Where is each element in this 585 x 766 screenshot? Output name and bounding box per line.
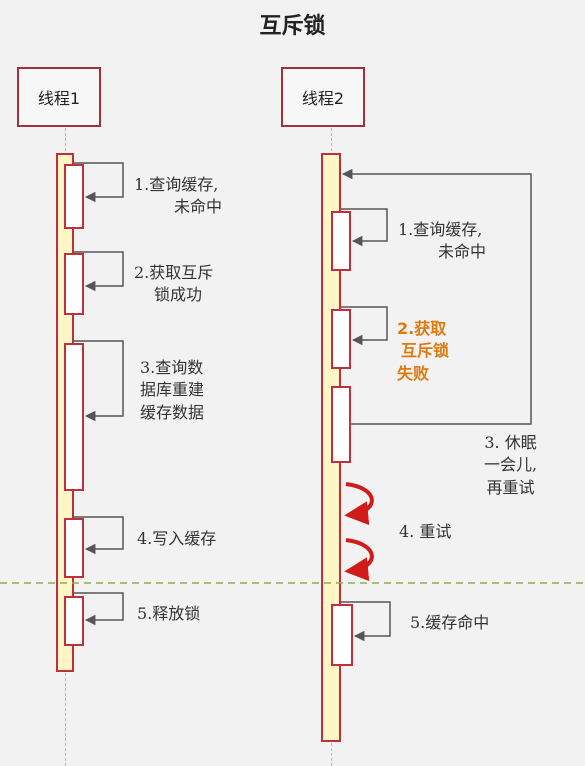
thread1-self-arrow-5 bbox=[74, 592, 124, 626]
thread2-step2-label: 2.获取 互斥锁 失败 bbox=[397, 319, 450, 383]
thread1-self-arrow-1 bbox=[74, 162, 124, 203]
thread2-retry-loop-arrow bbox=[341, 168, 532, 425]
thread1-step5-label: 5.释放锁 bbox=[137, 604, 201, 623]
thread1-self-arrow-2 bbox=[74, 251, 124, 292]
diagram-title: 互斥锁 bbox=[259, 14, 326, 39]
thread2-step4-label: 4. 重试 bbox=[399, 522, 452, 541]
thread2-self-arrow-1 bbox=[341, 208, 388, 247]
thread2-self-arrow-2 bbox=[341, 306, 388, 346]
thread1-step4-label: 4.写入缓存 bbox=[137, 529, 217, 548]
curved-retry-arrow-icon-1 bbox=[344, 482, 374, 526]
thread2-step1-label: 1.查询缓存, 未命中 bbox=[398, 220, 487, 262]
thread1-self-arrow-4 bbox=[74, 516, 124, 555]
thread2-self-arrow-5 bbox=[341, 601, 391, 642]
curved-retry-arrow-icon-2 bbox=[344, 538, 374, 582]
thread1-actor-label: 线程1 bbox=[37, 89, 81, 108]
thread2-actor: 线程2 bbox=[281, 67, 365, 127]
thread2-step3-label: 3. 休眠 一会儿, 再重试 bbox=[484, 433, 538, 497]
thread1-box-write-cache bbox=[64, 518, 84, 578]
thread2-step5-label: 5.缓存命中 bbox=[410, 613, 490, 632]
thread2-box-query-cache bbox=[331, 211, 351, 271]
thread1-actor: 线程1 bbox=[17, 67, 101, 127]
thread2-box-sleep bbox=[331, 386, 351, 463]
thread1-box-query-cache bbox=[64, 164, 84, 229]
thread1-box-release-lock bbox=[64, 596, 84, 646]
thread2-actor-label: 线程2 bbox=[301, 89, 345, 108]
thread1-box-acquire-lock bbox=[64, 253, 84, 315]
thread2-box-cache-hit bbox=[331, 604, 353, 666]
thread1-step1-label: 1.查询缓存, 未命中 bbox=[134, 175, 223, 217]
thread1-step3-label: 3.查询数 据库重建 缓存数据 bbox=[140, 358, 205, 422]
thread1-step2-label: 2.获取互斥 锁成功 bbox=[134, 263, 214, 305]
thread2-box-acquire-lock-fail bbox=[331, 309, 351, 369]
thread1-self-arrow-3 bbox=[74, 340, 124, 422]
thread1-box-rebuild-cache bbox=[64, 343, 84, 491]
